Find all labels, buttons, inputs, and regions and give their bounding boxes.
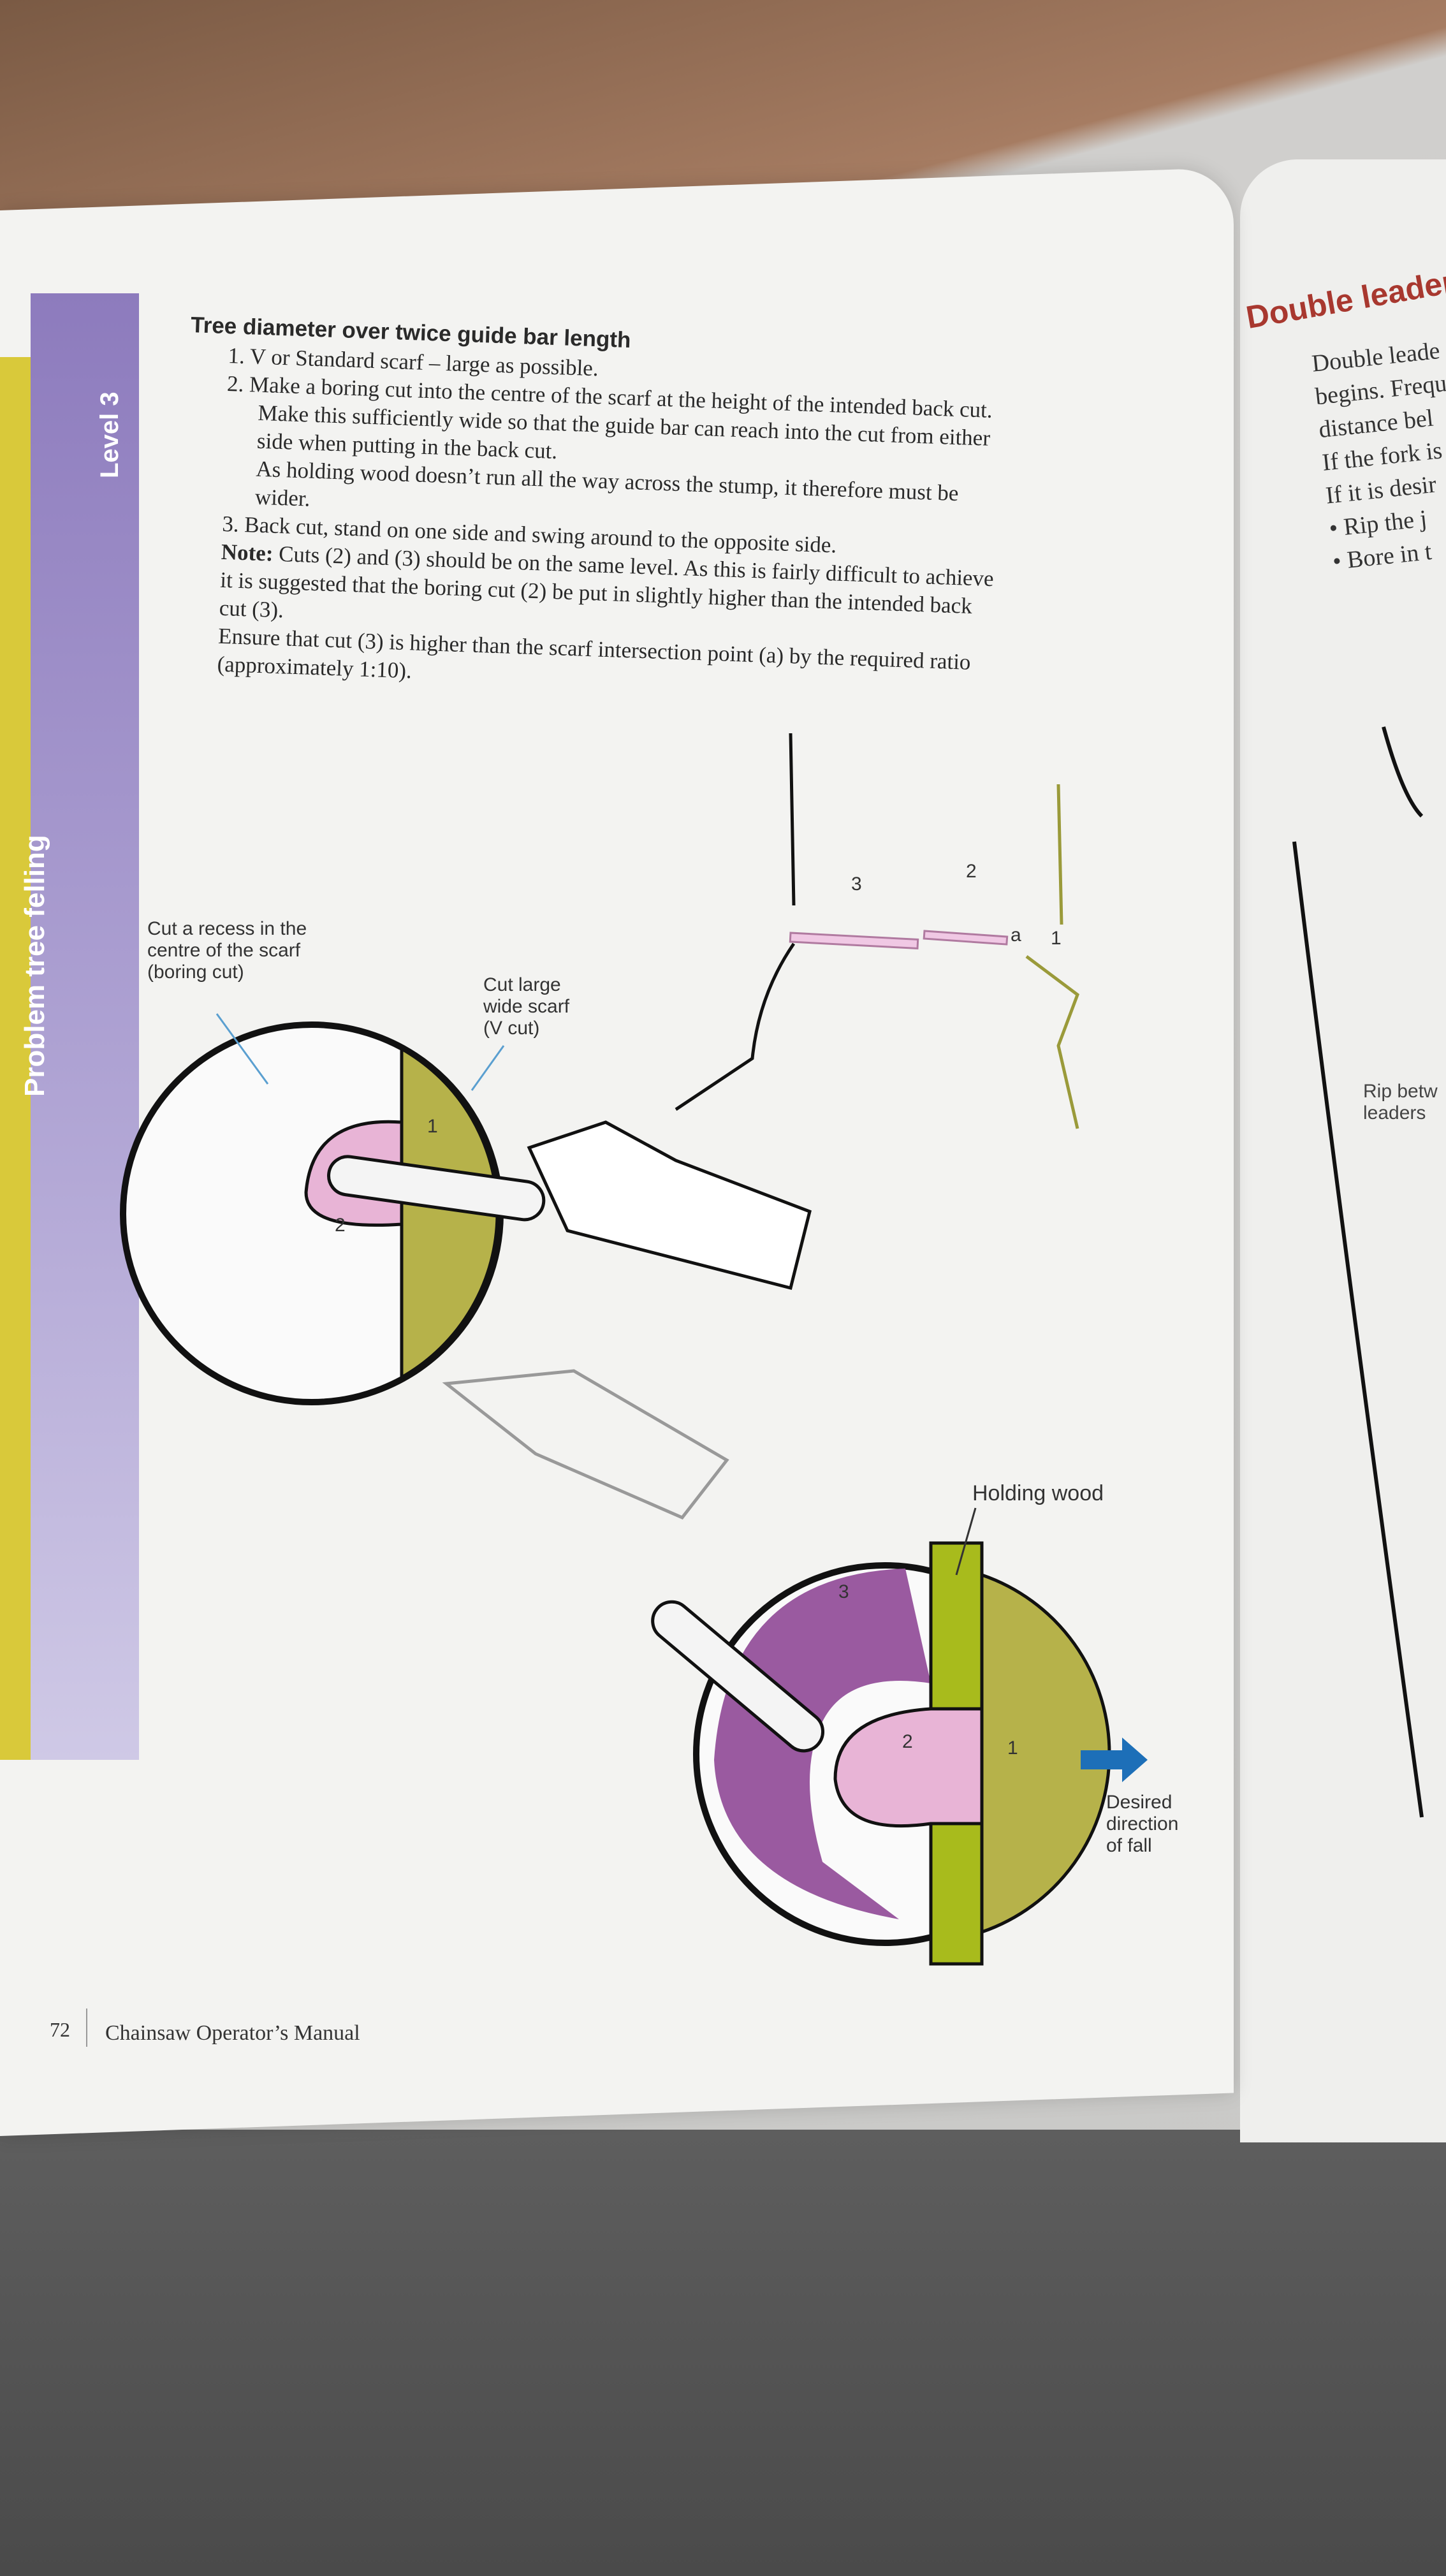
purple-tab-strip xyxy=(31,293,139,1760)
label-line: centre of the scarf xyxy=(147,940,301,961)
label-line: of fall xyxy=(1106,1835,1152,1856)
tree-side-view xyxy=(675,733,1079,1129)
page-number: 72 xyxy=(50,2018,70,2041)
label-line: Cut a recess in the xyxy=(147,918,307,939)
chainsaw-ghost-icon xyxy=(442,1369,729,1520)
label-line: Cut large xyxy=(483,974,561,995)
label-line: Rip betw xyxy=(1363,1081,1438,1102)
book-title: Chainsaw Operator’s Manual xyxy=(105,2021,360,2045)
label-line: (V cut) xyxy=(483,1018,540,1039)
direction-of-fall-label: Desired direction of fall xyxy=(1106,1792,1178,1857)
holding-wood-label: Holding wood xyxy=(972,1481,1104,1505)
guide-bar xyxy=(327,1155,546,1222)
label-line: leaders xyxy=(1363,1102,1426,1123)
point-a: a xyxy=(1011,925,1021,946)
direction-arrow-icon xyxy=(1081,1738,1148,1782)
right-page-text: Double leade begins. Frequ distance bel … xyxy=(1310,333,1446,578)
double-leader-tree xyxy=(1292,726,1424,1818)
label-line: (boring cut) xyxy=(147,962,244,983)
stump-top-view-1 xyxy=(120,1021,812,1405)
cut-number-2: 2 xyxy=(966,861,977,882)
cut-number-1: 1 xyxy=(1051,928,1062,949)
footer-divider xyxy=(86,2009,87,2047)
cut-number-3: 3 xyxy=(838,1581,849,1602)
cut-number-1: 1 xyxy=(1007,1738,1018,1759)
v-cut-label: Cut large wide scarf (V cut) xyxy=(483,974,569,1039)
label-line: Desired xyxy=(1106,1792,1172,1813)
label-line: direction xyxy=(1106,1813,1179,1834)
yellow-tab-strip xyxy=(0,357,31,1760)
cut-number-2: 2 xyxy=(902,1731,913,1752)
right-page xyxy=(1240,159,1446,2142)
cut-number-2: 2 xyxy=(335,1215,346,1236)
boring-cut-label: Cut a recess in the centre of the scarf … xyxy=(147,918,307,983)
label-line: wide scarf xyxy=(483,996,570,1017)
cut-number-3: 3 xyxy=(851,874,862,895)
rip-label: Rip betw leaders xyxy=(1363,1081,1438,1124)
chainsaw-icon xyxy=(527,1120,812,1291)
cut-number-1: 1 xyxy=(427,1116,438,1137)
stump-top-view-2 xyxy=(215,1013,1148,1966)
table-shadow xyxy=(0,2130,1446,2576)
